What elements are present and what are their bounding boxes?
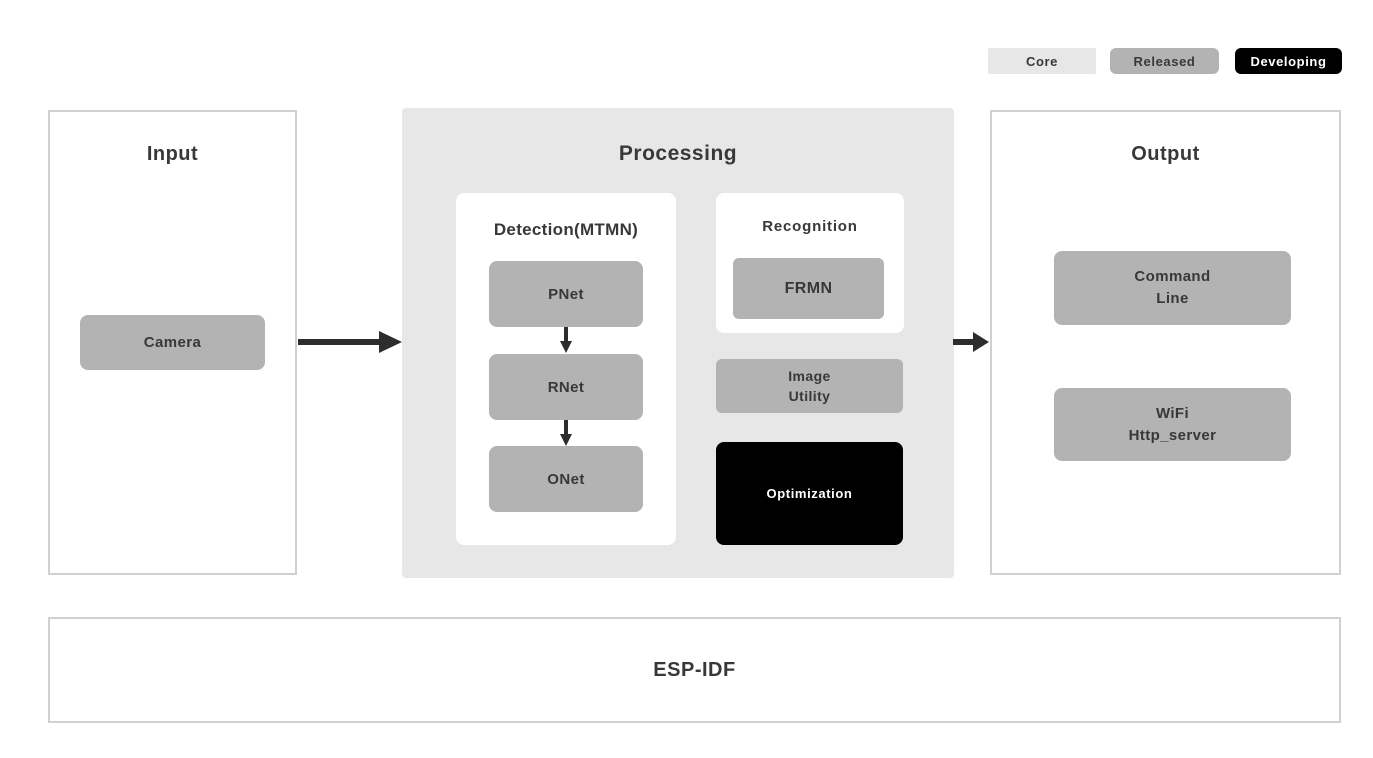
command-line-node: Command Line — [1054, 251, 1291, 325]
camera-node: Camera — [80, 315, 265, 370]
recognition-title: Recognition — [762, 218, 858, 235]
frmn-node: FRMN — [733, 258, 884, 319]
legend-chip-released: Released — [1110, 48, 1219, 74]
output-panel: Output Command Line WiFi Http_server — [990, 110, 1341, 575]
command-line-line-1: Command — [1134, 268, 1211, 286]
arrow-rnet-to-onet — [560, 420, 572, 446]
espidf-title: ESP-IDF — [653, 658, 736, 681]
output-panel-title: Output — [1131, 143, 1200, 165]
optimization-node: Optimization — [716, 442, 903, 545]
espidf-panel: ESP-IDF — [48, 617, 1341, 723]
wifi-line-2: Http_server — [1128, 426, 1217, 444]
image-utility-node: Image Utility — [716, 359, 903, 413]
detection-title: Detection(MTMN) — [493, 220, 639, 239]
arrow-input-to-processing — [298, 331, 402, 353]
processing-panel: Processing Detection(MTMN) PNet RNet ONe… — [402, 108, 954, 578]
command-line-line-2: Line — [1156, 290, 1189, 307]
processing-panel-title: Processing — [618, 142, 738, 165]
image-utility-line-2: Utility — [788, 388, 831, 404]
wifi-line-1: WiFi — [1155, 404, 1190, 422]
onet-node: ONet — [489, 446, 643, 512]
wifi-http-server-node: WiFi Http_server — [1054, 388, 1291, 461]
input-panel: Input Camera — [48, 110, 297, 575]
pnet-node: PNet — [489, 261, 643, 327]
legend-chip-developing: Developing — [1235, 48, 1342, 74]
legend-chip-core: Core — [988, 48, 1096, 74]
input-panel-title: Input — [146, 143, 199, 165]
arrow-processing-to-output — [953, 332, 989, 352]
image-utility-line-1: Image — [788, 367, 831, 384]
recognition-subpanel: Recognition FRMN — [716, 193, 904, 333]
rnet-node: RNet — [489, 354, 643, 420]
detection-subpanel: Detection(MTMN) PNet RNet ONet — [456, 193, 676, 545]
arrow-pnet-to-rnet — [560, 327, 572, 353]
